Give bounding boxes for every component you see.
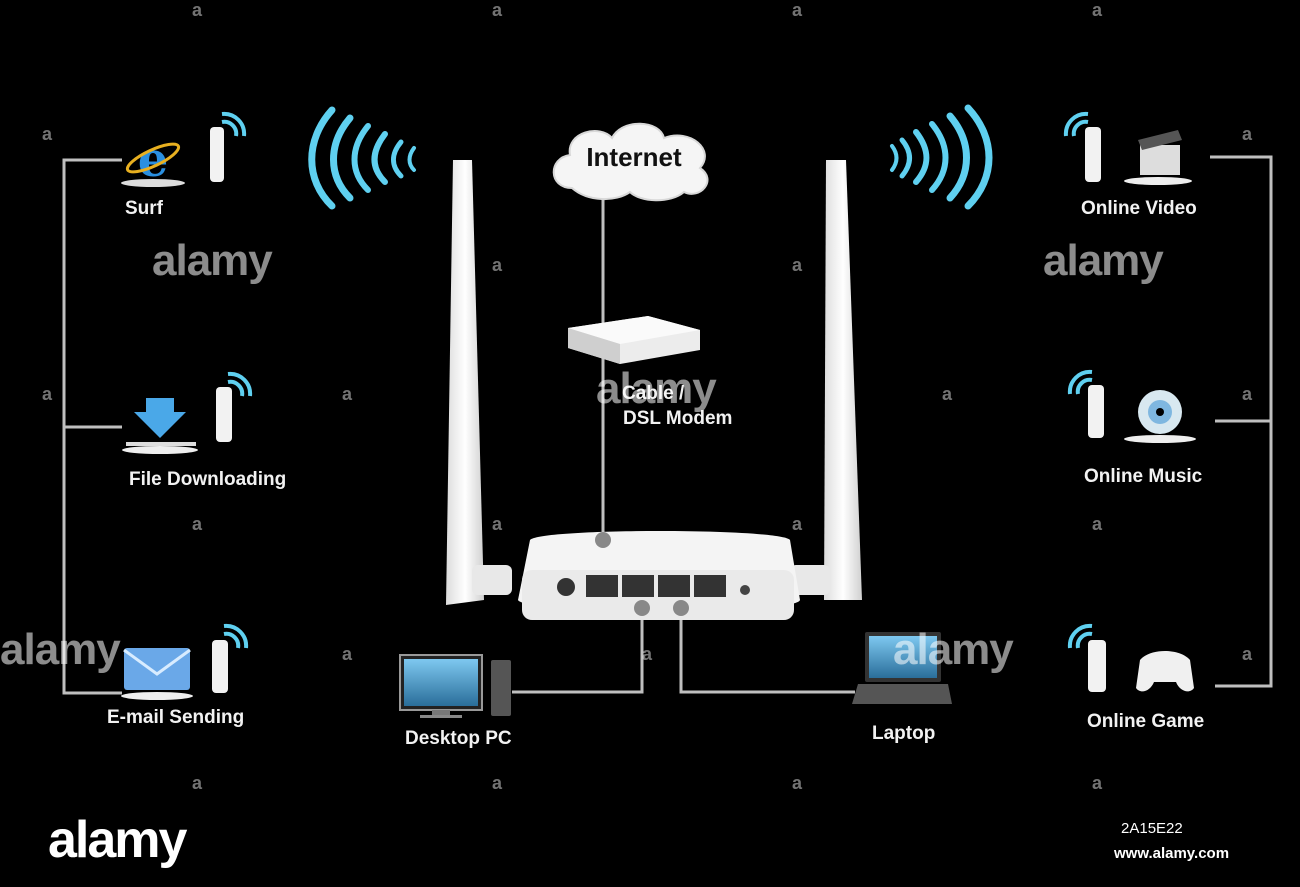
watermark-small-mark: a [1092,0,1103,20]
watermark-small-mark: a [492,773,503,793]
watermark-small-mark: a [342,644,353,664]
wifi-waves-right-icon [890,104,993,210]
router-antenna-right [790,160,862,600]
watermark-small-mark: a [1242,644,1253,664]
watermark-brand: alamy [1043,236,1164,285]
watermark-small-mark: a [192,773,203,793]
modem-label-line1: Cable / [622,383,685,404]
laptop-icon [852,632,952,704]
watermark-brand: alamy [0,625,121,674]
usb-wifi-signal-icon [221,111,1093,649]
watermark-small-mark: a [642,644,653,664]
surf-label: Surf [125,198,163,219]
svg-text:e: e [138,132,169,188]
watermark-small-mark: a [1092,773,1103,793]
wifi-waves-left-icon [308,106,416,210]
modem-label-line2: DSL Modem [623,408,733,429]
modem-icon [568,316,700,364]
watermark-small-mark: a [1242,124,1253,144]
desktop-pc-icon [399,654,511,718]
watermark-small-mark: a [792,773,803,793]
router-antenna-left [446,160,512,605]
desktop-pc-label: Desktop PC [405,728,512,749]
envelope-icon [121,648,193,700]
gamepad-icon [1136,651,1194,692]
watermark-small-mark: a [792,0,803,20]
left-bracket-lines [62,158,122,695]
browser-e-icon: e [121,132,185,188]
watermark-small-mark: a [942,384,953,404]
watermark-small-mark: a [492,514,503,534]
download-arrow-icon [122,398,198,454]
watermark-brand: alamy [893,625,1014,674]
watermark-small-mark: a [1242,384,1253,404]
alamy-logo: alamy [48,811,187,869]
email-sending-label: E-mail Sending [107,707,245,728]
watermark-small-mark: a [192,514,203,534]
alamy-url: www.alamy.com [1114,845,1230,862]
watermark-small-mark: a [42,384,53,404]
router-desktop-line [512,610,644,694]
watermark-small-mark: a [792,514,803,534]
router-laptop-line [679,610,855,694]
internet-label: Internet [586,142,682,172]
online-music-label: Online Music [1084,466,1203,487]
router-icon [518,531,800,620]
watermark-brand: alamy [596,364,717,413]
watermark-small-mark: a [492,255,503,275]
usb-wifi-adapter-icon [210,127,1106,693]
clapperboard-icon [1124,130,1192,185]
watermark-brand: alamy [152,236,273,285]
cd-disc-icon [1124,390,1196,443]
internet-cloud-icon [552,122,709,202]
online-video-label: Online Video [1081,198,1197,219]
file-downloading-label: File Downloading [129,469,287,490]
right-bracket-lines [1210,155,1273,688]
watermark-small-mark: a [192,0,203,20]
online-game-label: Online Game [1087,711,1205,732]
watermark-small-mark: a [492,0,503,20]
watermark-small-mark: a [1092,514,1103,534]
laptop-label: Laptop [872,723,936,744]
watermark-small-mark: a [42,124,53,144]
image-id: 2A15E22 [1121,820,1183,837]
watermark-small-mark: a [792,255,803,275]
watermark-small-mark: a [342,384,353,404]
